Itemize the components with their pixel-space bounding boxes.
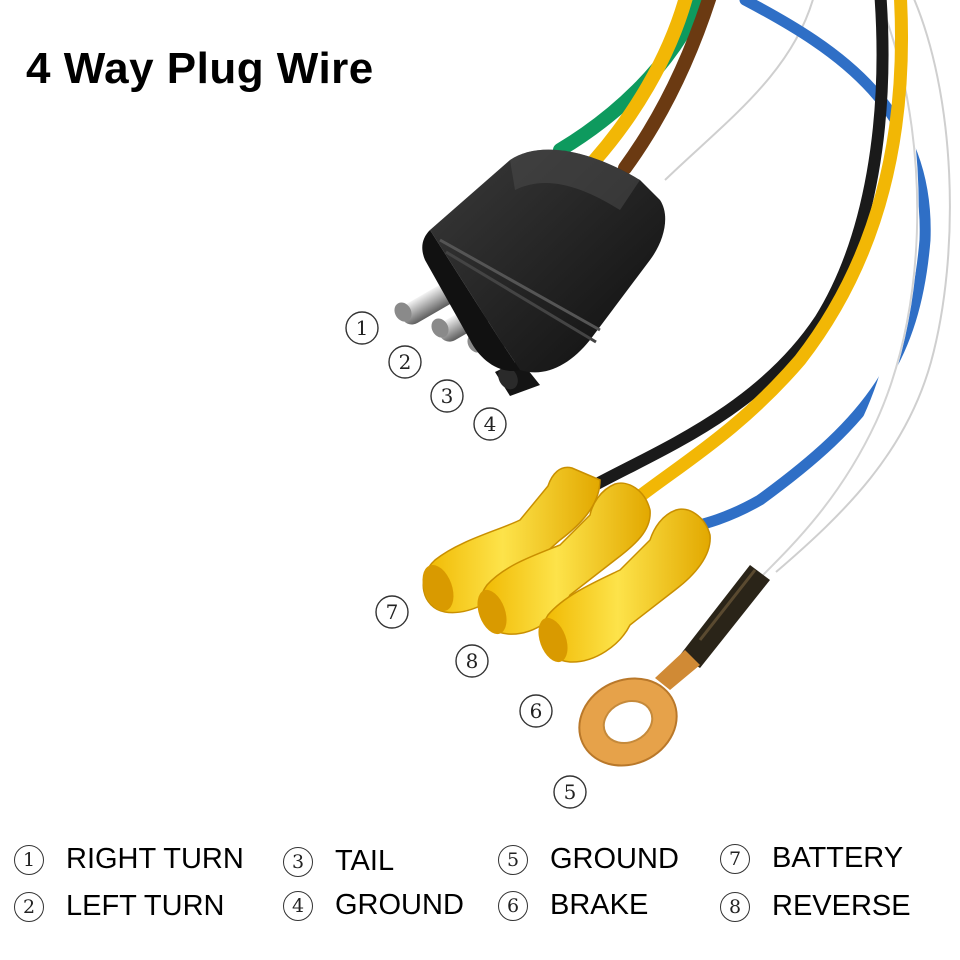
callout-number: 1 (356, 316, 369, 340)
legend-item: 4 GROUND (283, 889, 464, 922)
blue-wire (674, 0, 931, 536)
callouts: 1 2 3 4 7 8 6 5 (345, 311, 587, 809)
legend-number: 6 (498, 890, 528, 921)
legend-label: TAIL (335, 845, 395, 877)
butt-terminal (477, 482, 651, 635)
butt-terminal (422, 466, 601, 614)
legend-number: 3 (283, 846, 313, 877)
legend-number: 8 (720, 891, 750, 922)
legend-label: GROUND (550, 843, 679, 875)
callout-number: 5 (564, 780, 577, 804)
yellow-plug-wire (588, 0, 693, 167)
callout-number: 7 (386, 600, 399, 624)
callout-8: 8 (455, 644, 489, 678)
legend-item: 8 REVERSE (720, 890, 911, 923)
callout-4: 4 (473, 407, 507, 441)
plug-wires (553, 0, 816, 186)
legend-item: 5 GROUND (498, 843, 679, 876)
black-wire (589, 0, 889, 491)
callout-number: 2 (399, 350, 412, 374)
legend-label: RIGHT TURN (66, 843, 244, 875)
page-title: 4 Way Plug Wire (26, 44, 374, 93)
heat-shrink (680, 565, 770, 668)
white-outer-wire (762, 0, 952, 578)
ring-terminal (578, 650, 700, 767)
legend-number: 4 (283, 890, 313, 921)
butt-terminal (538, 508, 711, 663)
legend-number: 5 (498, 844, 528, 875)
callout-3: 3 (430, 379, 464, 413)
legend-number: 7 (720, 843, 750, 874)
terminal-wires (589, 0, 952, 583)
legend-label: LEFT TURN (66, 890, 225, 922)
legend-item: 2 LEFT TURN (14, 890, 224, 923)
callout-1: 1 (345, 311, 379, 345)
yellow-wire (628, 0, 909, 507)
plug-connector (394, 149, 666, 396)
white-plug-wire (652, 0, 816, 186)
callout-number: 6 (530, 699, 543, 723)
legend-number: 1 (14, 844, 44, 875)
callout-number: 4 (484, 412, 497, 436)
legend-item: 1 RIGHT TURN (14, 843, 244, 876)
brown-wire (618, 0, 717, 175)
green-wire (553, 0, 707, 157)
legend-label: GROUND (335, 889, 464, 921)
callout-6: 6 (519, 694, 553, 728)
legend-label: REVERSE (772, 890, 911, 922)
callout-number: 8 (466, 649, 479, 673)
callout-5: 5 (553, 775, 587, 809)
callout-2: 2 (388, 345, 422, 379)
callout-7: 7 (375, 595, 409, 629)
legend-item: 3 TAIL (283, 845, 394, 878)
legend-number: 2 (14, 891, 44, 922)
legend-label: BATTERY (772, 842, 904, 874)
legend-item: 6 BRAKE (498, 889, 648, 922)
callout-number: 3 (441, 384, 454, 408)
legend-label: BRAKE (550, 889, 649, 921)
legend-item: 7 BATTERY (720, 842, 903, 875)
